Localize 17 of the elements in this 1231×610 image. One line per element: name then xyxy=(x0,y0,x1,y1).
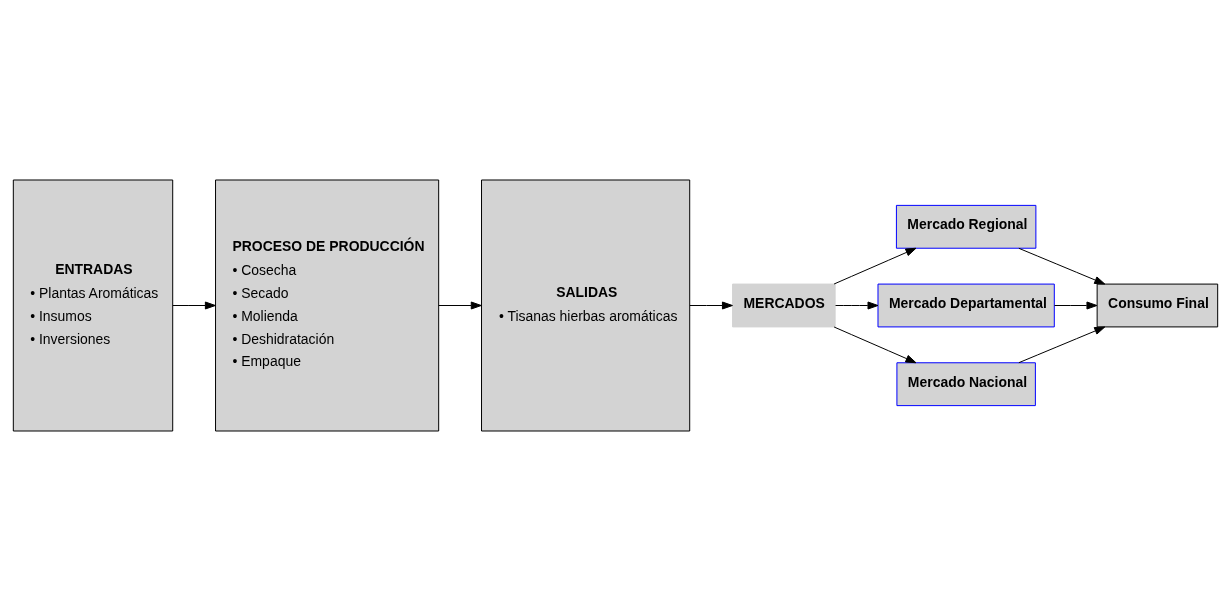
arrow xyxy=(172,301,216,309)
node-box: PROCESO DE PRODUCCIÓN • Cosecha • Secado • Molienda • Deshidratación • Empaque xyxy=(215,179,440,431)
node-box: Mercado Nacional xyxy=(896,361,1036,406)
arrow xyxy=(833,326,917,363)
arrow xyxy=(1018,326,1106,363)
node-box: Mercado Departamental xyxy=(877,283,1055,327)
node-box: MERCADOS xyxy=(732,283,836,327)
arrow xyxy=(835,301,879,309)
arrow xyxy=(1054,301,1098,309)
arrow xyxy=(438,301,482,309)
node-box: Mercado Regional xyxy=(895,204,1037,249)
arrow xyxy=(689,301,733,309)
node-box: Consumo Final xyxy=(1096,283,1219,327)
node-box: ENTRADAS • Plantas Aromáticas • Insumos • Inversiones xyxy=(12,179,174,431)
arrow xyxy=(1018,247,1106,284)
arrow xyxy=(833,247,917,284)
node-box: SALIDAS • Tisanas hierbas aromáticas xyxy=(481,179,691,431)
